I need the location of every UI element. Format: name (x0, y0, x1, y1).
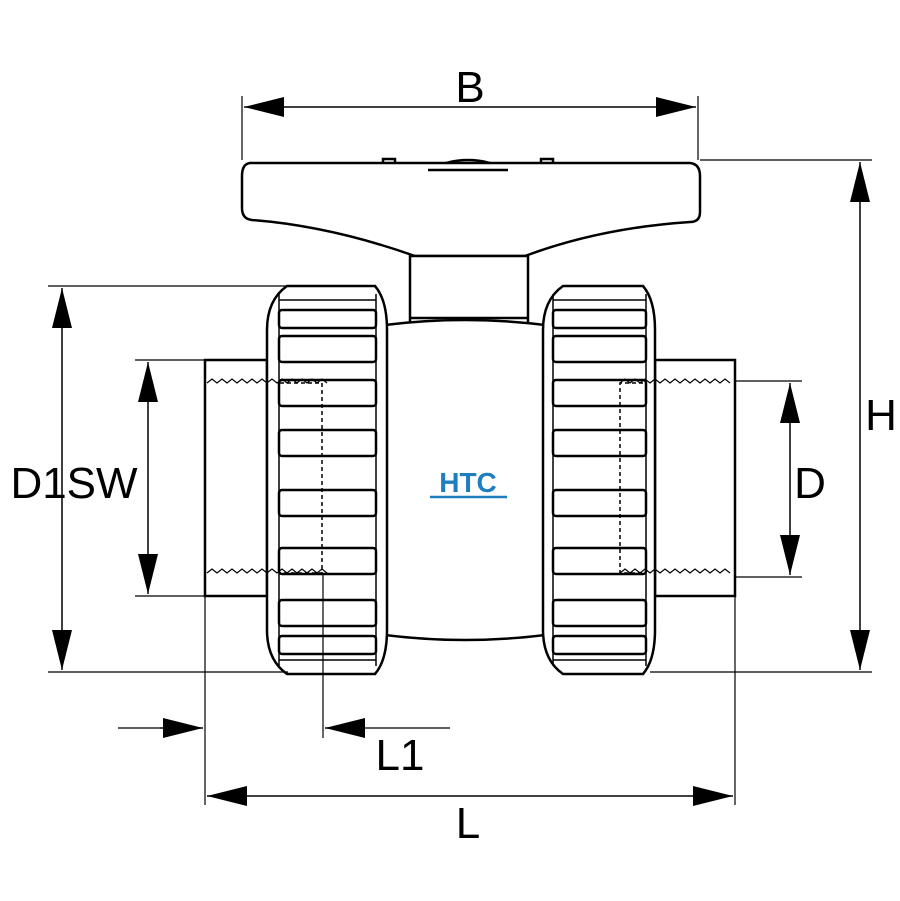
logo-text: HTC (439, 467, 497, 498)
label-l: L (456, 799, 480, 848)
htc-logo: HTC (430, 467, 507, 499)
right-pipe-socket (653, 358, 737, 598)
label-b: B (455, 63, 484, 112)
label-d1sw: D1SW (10, 459, 138, 508)
label-h: H (865, 391, 897, 440)
hidden-socket-lines (280, 382, 643, 574)
label-l1: L1 (376, 731, 425, 780)
extension-lines (48, 96, 872, 805)
left-union-nut (265, 284, 389, 676)
dimension-labels: B H D1SW D L1 L (10, 63, 896, 848)
dimension-arrows (52, 97, 870, 806)
valve-handle (240, 157, 702, 328)
right-union-nut (541, 284, 657, 676)
label-d: D (794, 459, 826, 508)
left-pipe-socket (203, 358, 269, 598)
